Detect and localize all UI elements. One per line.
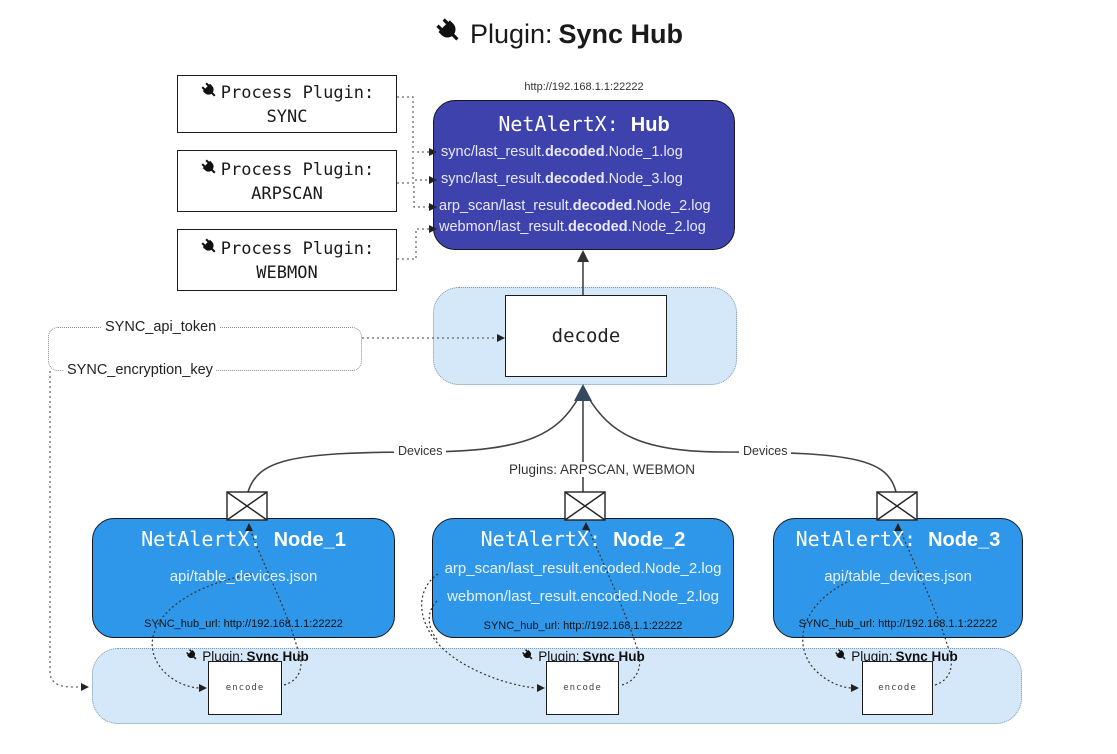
hub-log-line: sync/last_result.decoded.Node_3.log (441, 171, 683, 187)
plug-icon (200, 237, 219, 261)
node-title-prefix: NetAlertX: (480, 527, 614, 551)
hub-box (433, 100, 735, 250)
arrowhead-into-band (81, 683, 89, 691)
sync-api-token-label: SYNC_api_token (102, 319, 220, 335)
log-bold: decoded (567, 219, 628, 235)
plug-icon (521, 648, 535, 665)
log-pre: webmon/last_result. (439, 219, 568, 235)
hub-url-label: http://192.168.1.1:22222 (524, 81, 644, 93)
process-plugin-label: Process Plugin: (220, 239, 375, 259)
node-title-prefix: NetAlertX: (141, 527, 274, 551)
sync-encryption-key-label: SYNC_encryption_key (64, 362, 216, 378)
process-plugin-name: SYNC (266, 107, 308, 127)
hub-title: NetAlertX: Hub (433, 112, 735, 137)
edge-tokens-to-band (49, 371, 80, 688)
edge-webmon-plugin (397, 228, 429, 260)
node3-title: NetAlertX: Node_3 (773, 527, 1023, 552)
node1-file-line: api/table_devices.json (169, 568, 318, 585)
encode-box: encode (862, 661, 933, 715)
arrowhead-into-hub (577, 250, 589, 262)
hub-log-line: webmon/last_result.decoded.Node_2.log (439, 219, 706, 235)
plug-icon (200, 81, 219, 105)
node-title-name: Node_2 (613, 529, 686, 551)
log-bold: decoded (544, 171, 605, 187)
title-prefix: Plugin: (469, 19, 553, 49)
title-bold: Sync Hub (558, 19, 684, 49)
hub-log-line: arp_scan/last_result.decoded.Node_2.log (439, 198, 711, 214)
envelope-icon (876, 491, 918, 521)
encode-label: encode (563, 683, 602, 693)
process-plugin-arpscan-box: Process Plugin: ARPSCAN (177, 150, 397, 212)
process-plugin-sync-box: Process Plugin: SYNC (177, 75, 397, 133)
hub-title-prefix: NetAlertX: (498, 112, 631, 136)
encode-label: encode (225, 683, 265, 693)
plug-icon (834, 648, 848, 665)
encode-label: encode (878, 683, 917, 693)
arrowhead-into-decode-panel (574, 384, 592, 401)
process-plugin-webmon-box: Process Plugin: WEBMON (177, 229, 397, 291)
node3-file-line: api/table_devices.json (824, 568, 972, 585)
encode-box: encode (546, 661, 619, 715)
node2-file-line: webmon/last_result.encoded.Node_2.log (447, 588, 719, 605)
node3-hub-url: SYNC_hub_url: http://192.168.1.1:22222 (798, 618, 998, 630)
log-bold: decoded (544, 144, 605, 160)
page-title: Plugin: Sync Hub (0, 16, 1117, 53)
decode-label: decode (551, 325, 621, 347)
hub-title-name: Hub (630, 114, 670, 136)
node2-file-line: arp_scan/last_result.encoded.Node_2.log (444, 560, 722, 577)
log-pre: sync/last_result. (441, 171, 545, 187)
node-title-name: Node_1 (273, 529, 346, 551)
plug-icon (200, 158, 219, 182)
edge-label-plugins: Plugins: ARPSCAN, WEBMON (505, 462, 700, 477)
band-label-prefix: Plugin: (538, 649, 580, 664)
edge-label-devices-left: Devices (394, 444, 447, 458)
process-plugin-name: WEBMON (256, 263, 318, 283)
node-title-name: Node_3 (928, 529, 1001, 551)
edge-arpscan-plugin (397, 182, 429, 208)
log-post: .Node_2.log (627, 219, 706, 235)
log-post: .Node_1.log (604, 144, 683, 160)
log-bold: decoded (572, 198, 633, 214)
node1-hub-url: SYNC_hub_url: http://192.168.1.1:22222 (144, 618, 343, 630)
envelope-icon (226, 491, 268, 521)
edge-label-devices-right: Devices (739, 444, 792, 458)
node-title-prefix: NetAlertX: (795, 527, 929, 551)
log-post: .Node_3.log (604, 171, 683, 187)
edge-sync-plugin-line2 (412, 157, 429, 181)
node1-title: NetAlertX: Node_1 (92, 527, 395, 552)
log-post: .Node_2.log (632, 198, 711, 214)
envelope-icon (564, 491, 606, 521)
process-plugin-name: ARPSCAN (251, 184, 323, 204)
process-plugin-label: Process Plugin: (220, 160, 375, 180)
node2-hub-url: SYNC_hub_url: http://192.168.1.1:22222 (483, 620, 683, 632)
envelope-icons (226, 491, 918, 521)
node2-title: NetAlertX: Node_2 (432, 527, 734, 552)
decode-box: decode (505, 295, 667, 377)
process-plugin-label: Process Plugin: (220, 83, 375, 103)
plug-icon (185, 648, 199, 665)
edge-sync-plugin-line1 (397, 96, 429, 153)
hub-log-line: sync/last_result.decoded.Node_1.log (441, 144, 683, 160)
log-pre: sync/last_result. (441, 144, 545, 160)
plug-icon (434, 16, 464, 53)
encode-box: encode (208, 661, 282, 715)
log-pre: arp_scan/last_result. (439, 198, 573, 214)
